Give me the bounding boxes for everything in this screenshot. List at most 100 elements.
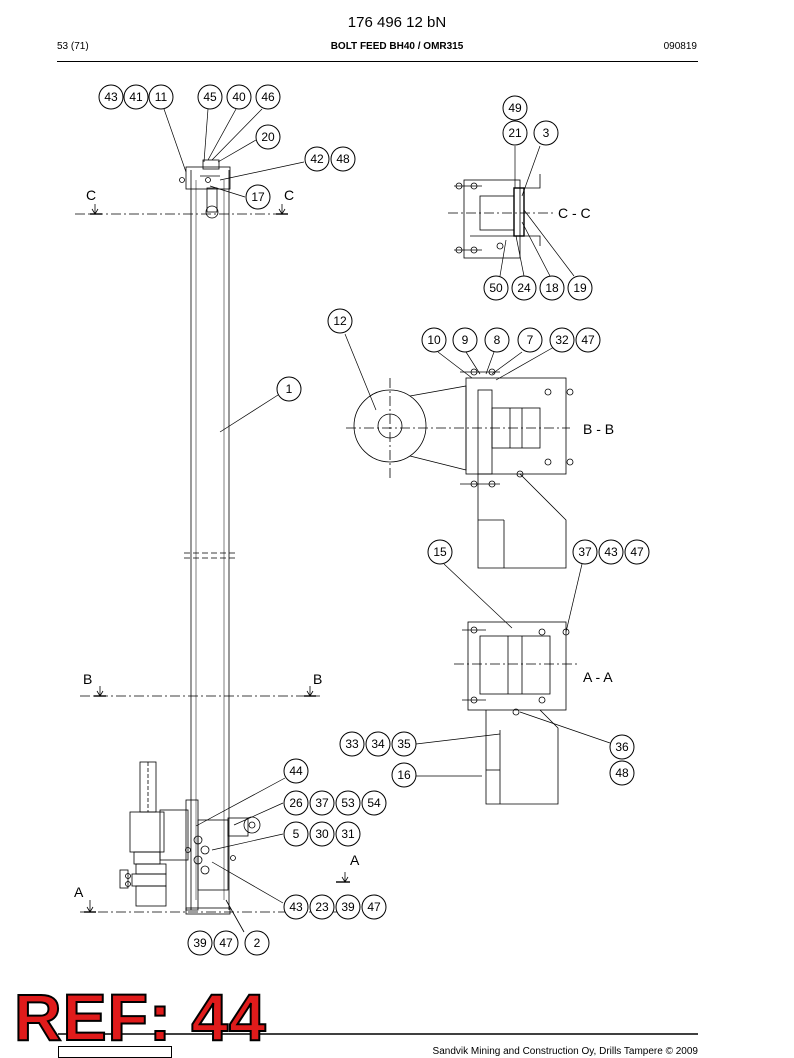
view-cc [448,174,556,259]
svg-text:46: 46 [261,90,275,104]
lower-assembly [119,761,261,933]
view-cc-title: C - C [558,205,591,221]
view-bb-title: B - B [583,421,614,437]
svg-text:26: 26 [289,796,303,810]
callout-balloon: 2 [244,930,270,956]
svg-text:37: 37 [578,545,592,559]
svg-text:47: 47 [219,936,233,950]
svg-text:16: 16 [397,768,411,782]
callout-balloon: 49 [502,95,528,121]
callout-balloon: 48 [330,146,356,172]
section-line-c [75,204,290,215]
callout-balloon: 26 [283,790,309,816]
callout-balloon: 21 [502,120,528,146]
svg-text:47: 47 [630,545,644,559]
svg-text:44: 44 [289,764,303,778]
callout-balloon: 45 [197,84,223,110]
callout-balloon: 36 [609,734,635,760]
svg-text:35: 35 [397,737,411,751]
callout-balloon: 24 [511,275,537,301]
document-number: 176 496 12 bN [347,14,447,31]
callout-balloon: 35 [391,731,417,757]
callout-balloon: 43 [98,84,124,110]
svg-text:40: 40 [232,90,246,104]
callout-balloon: 33 [339,731,365,757]
svg-text:5: 5 [293,827,300,841]
callout-balloon: 32 [549,327,575,353]
callout-balloon: 46 [255,84,281,110]
callout-balloon: 54 [361,790,387,816]
callout-balloon: 30 [309,821,335,847]
callout-balloon: 12 [327,308,353,334]
callout-balloon: 39 [187,930,213,956]
svg-text:48: 48 [336,152,350,166]
callout-balloon: 9 [452,327,478,353]
reference-stamp: REF: 44 [13,980,267,1054]
view-bb [346,368,574,569]
callout-balloon: 23 [309,894,335,920]
svg-text:42: 42 [310,152,324,166]
svg-text:30: 30 [315,827,329,841]
svg-text:21: 21 [508,126,522,140]
svg-text:32: 32 [555,333,569,347]
revision-date: 090819 [663,41,697,52]
svg-text:15: 15 [433,545,447,559]
callout-balloon: 7 [517,327,543,353]
callout-balloon: 50 [483,275,509,301]
callout-balloon: 16 [391,762,417,788]
section-b-right-label: B [313,671,322,687]
svg-text:9: 9 [462,333,469,347]
callout-balloon: 42 [304,146,330,172]
callout-balloon: 1 [276,376,302,402]
callout-balloon: 17 [245,184,271,210]
callout-balloon: 20 [255,124,281,150]
page-number: 53 (71) [57,41,89,52]
view-aa-title: A - A [583,669,613,685]
svg-text:8: 8 [494,333,501,347]
svg-text:3: 3 [543,126,550,140]
svg-text:36: 36 [615,740,629,754]
callout-balloon: 34 [365,731,391,757]
svg-text:43: 43 [289,900,303,914]
svg-text:39: 39 [193,936,207,950]
section-a-right-label: A [350,852,360,868]
svg-text:20: 20 [261,130,275,144]
callout-balloon: 43 [598,539,624,565]
section-a-left-label: A [74,884,84,900]
svg-text:2: 2 [254,936,261,950]
section-line-b [80,686,320,697]
feed-beam [179,159,236,910]
header-rule [57,61,698,62]
svg-text:39: 39 [341,900,355,914]
callout-balloon: 8 [484,327,510,353]
callout-balloon: 5 [283,821,309,847]
section-line-a [80,872,350,913]
callout-balloon: 43 [283,894,309,920]
svg-text:47: 47 [581,333,595,347]
svg-text:43: 43 [104,90,118,104]
callout-balloon: 31 [335,821,361,847]
callout-balloon: 53 [335,790,361,816]
svg-text:45: 45 [203,90,217,104]
callout-balloon: 44 [283,758,309,784]
svg-text:18: 18 [545,281,559,295]
leader-lines [163,108,611,904]
svg-text:12: 12 [333,314,347,328]
view-aa [454,621,580,805]
svg-text:34: 34 [371,737,385,751]
callout-balloon: 40 [226,84,252,110]
callout-balloon: 47 [213,930,239,956]
svg-text:41: 41 [129,90,143,104]
svg-text:37: 37 [315,796,329,810]
section-b-left-label: B [83,671,92,687]
callout-balloon: 3 [533,120,559,146]
svg-text:19: 19 [573,281,587,295]
svg-text:10: 10 [427,333,441,347]
callout-balloon: 47 [575,327,601,353]
callout-balloon: 15 [427,539,453,565]
svg-text:23: 23 [315,900,329,914]
section-c-right-label: C [284,187,294,203]
callout-balloon: 19 [567,275,593,301]
callout-balloon: 47 [624,539,650,565]
